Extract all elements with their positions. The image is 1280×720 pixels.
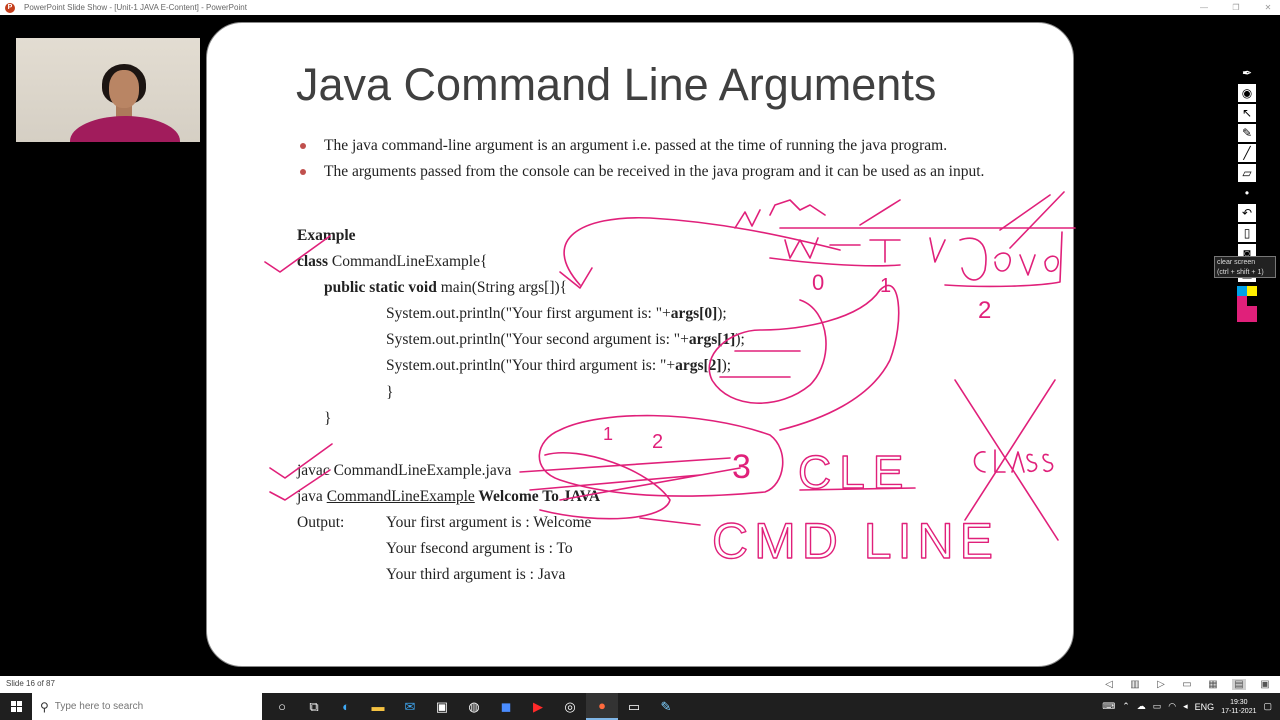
- next-slide-icon[interactable]: ▷: [1157, 679, 1165, 690]
- slideshow-controls: ◁ ▥ ▷ ▭ ▦ ▤ ▣: [1102, 676, 1272, 693]
- slide-menu-icon[interactable]: ▥: [1130, 679, 1140, 690]
- eraser-icon[interactable]: ▱: [1238, 164, 1256, 182]
- ink-toolbar: ✒ ◉ ↖ ✎ ╱ ▱ • ↶ ▯ ◙ ▤: [1237, 64, 1257, 322]
- code-line: class CommandLineExample{: [297, 253, 488, 270]
- compile-command: javac CommandLineExample.java: [297, 462, 512, 479]
- output-line: Your first argument is : Welcome: [386, 514, 592, 531]
- notifications-icon[interactable]: ▢: [1263, 701, 1272, 711]
- volume-icon[interactable]: ◂: [1183, 701, 1188, 711]
- code-line: System.out.println("Your third argument …: [386, 357, 732, 374]
- taskbar-apps: ○ ⧉ ◐ ▬ ✉ ▣ ◍ ◼ ▶ ◎ ● ▭ ✎: [266, 693, 682, 720]
- task-view-icon[interactable]: ⧉: [309, 698, 319, 714]
- pen-thin-icon[interactable]: ╱: [1238, 144, 1256, 162]
- notepad-icon[interactable]: ✎: [660, 698, 672, 714]
- bullet-list: The java command-line argument is an arg…: [297, 136, 1037, 188]
- color-swatch-black[interactable]: [1247, 296, 1257, 306]
- code-line: System.out.println("Your second argument…: [386, 331, 745, 348]
- edge-icon[interactable]: ◐: [342, 699, 350, 714]
- previous-slide-icon[interactable]: ◁: [1105, 679, 1113, 690]
- bullet-dot-icon: [300, 143, 306, 149]
- taskbar: ⚲ ○ ⧉ ◐ ▬ ✉ ▣ ◍ ◼ ▶ ◎ ● ▭ ✎ ⌨ ⌃ ☁ ▭ ◠ ◂ …: [0, 693, 1280, 720]
- language-indicator[interactable]: ENG: [1194, 701, 1215, 712]
- color-swatch-yellow[interactable]: [1247, 286, 1257, 296]
- clock[interactable]: 19:30 17-11-2021: [1221, 698, 1257, 715]
- bullet-item: The java command-line argument is an arg…: [297, 136, 1037, 155]
- search-icon: ⚲: [40, 699, 49, 714]
- eye-icon[interactable]: ◉: [1238, 84, 1256, 102]
- output-line: Your third argument is : Java: [386, 566, 566, 583]
- slideshow-view-icon[interactable]: ▣: [1260, 679, 1270, 690]
- slide-counter: Slide 16 of 87: [6, 679, 55, 688]
- highlighter-icon[interactable]: ✎: [1238, 124, 1256, 142]
- color-palette: [1237, 286, 1257, 322]
- pen-icon[interactable]: ✒: [1241, 66, 1253, 80]
- wifi-icon[interactable]: ◠: [1168, 701, 1177, 711]
- webcam-video: [16, 38, 200, 142]
- windows-icon: [10, 701, 22, 712]
- dot-icon[interactable]: •: [1244, 186, 1250, 200]
- bullet-dot-icon: [300, 169, 306, 175]
- reading-view-icon[interactable]: ▤: [1232, 679, 1246, 690]
- minimize-button[interactable]: —: [1200, 3, 1208, 12]
- window-title-bar: P PowerPoint Slide Show - [Unit-1 JAVA E…: [0, 0, 1280, 15]
- status-bar: Slide 16 of 87 ◁ ▥ ▷ ▭ ▦ ▤ ▣: [0, 676, 1280, 693]
- file-explorer-icon[interactable]: ▬: [371, 699, 385, 714]
- code-line: }: [324, 410, 332, 427]
- current-color-swatch[interactable]: [1237, 306, 1257, 322]
- mail-icon[interactable]: ✉: [404, 698, 416, 714]
- powerpoint-taskbar-icon[interactable]: ●: [586, 693, 618, 720]
- terminal-icon[interactable]: ▭: [627, 698, 641, 714]
- cloud-icon[interactable]: ☁: [1136, 701, 1146, 711]
- search-input[interactable]: [54, 701, 235, 712]
- cortana-icon[interactable]: ○: [278, 699, 286, 714]
- slide-canvas: Java Command Line Arguments The java com…: [206, 22, 1074, 667]
- powerpoint-icon: P: [5, 2, 15, 13]
- zoom-icon[interactable]: ◼: [500, 698, 512, 714]
- color-swatch-blue[interactable]: [1237, 286, 1247, 296]
- clear-icon[interactable]: ▯: [1238, 224, 1256, 242]
- color-swatch-pink[interactable]: [1237, 296, 1247, 306]
- app-icon[interactable]: ◍: [468, 698, 480, 714]
- taskbar-search[interactable]: ⚲: [32, 693, 262, 720]
- maximize-button[interactable]: ❐: [1232, 3, 1240, 12]
- window-controls: — ❐ ✕: [1198, 0, 1274, 15]
- battery-icon[interactable]: ▭: [1152, 701, 1162, 711]
- close-button[interactable]: ✕: [1264, 3, 1272, 12]
- system-tray: ⌨ ⌃ ☁ ▭ ◠ ◂ ENG 19:30 17-11-2021 ▢: [1102, 693, 1280, 720]
- slide-title: Java Command Line Arguments: [296, 59, 937, 110]
- example-label: Example: [297, 227, 356, 244]
- code-line: System.out.println("Your first argument …: [386, 305, 727, 322]
- window-title: PowerPoint Slide Show - [Unit-1 JAVA E-C…: [24, 3, 247, 12]
- store-icon[interactable]: ▣: [435, 698, 449, 714]
- bullet-item: The arguments passed from the console ca…: [297, 162, 1037, 181]
- code-line: }: [386, 384, 394, 401]
- normal-view-icon[interactable]: ▭: [1182, 679, 1192, 690]
- tooltip: clear screen (ctrl + shift + 1): [1214, 256, 1276, 278]
- youtube-icon[interactable]: ▶: [533, 698, 543, 714]
- browser-icon[interactable]: ◎: [564, 698, 576, 714]
- code-line: public static void main(String args[]){: [324, 279, 568, 296]
- tray-overflow-icon[interactable]: ⌃: [1122, 701, 1130, 711]
- undo-icon[interactable]: ↶: [1238, 204, 1256, 222]
- start-button[interactable]: [0, 693, 32, 720]
- slide-sorter-icon[interactable]: ▦: [1208, 679, 1218, 690]
- run-command: java CommandLineExample Welcome To JAVA: [297, 488, 601, 505]
- keyboard-icon[interactable]: ⌨: [1102, 701, 1116, 711]
- output-label: Output:: [297, 514, 345, 531]
- output-line: Your fsecond argument is : To: [386, 540, 573, 557]
- pointer-icon[interactable]: ↖: [1238, 104, 1256, 122]
